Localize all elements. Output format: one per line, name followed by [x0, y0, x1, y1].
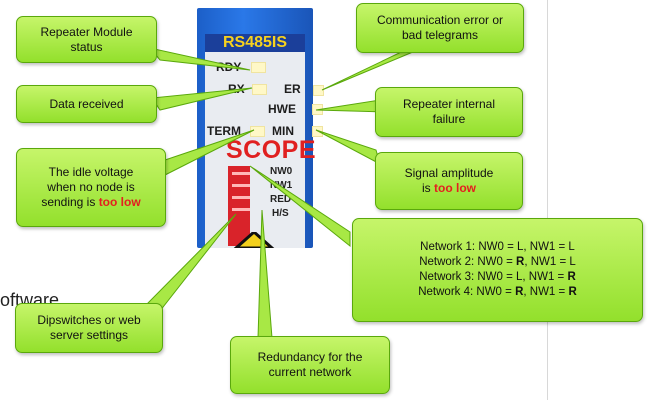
callout-dip-text: Dipswitches or web server settings	[37, 313, 141, 342]
nw1-label: NW1	[270, 180, 293, 191]
callout-comm-text: Communication error or bad telegrams	[376, 13, 504, 42]
callout-redundancy-text: Redundancy for the current network	[257, 350, 363, 379]
callout-dip: Dipswitches or web server settings	[15, 303, 163, 353]
network-row-3-r: R	[567, 271, 576, 283]
network-row-2-a: Network 2: NW0 =	[419, 256, 517, 268]
callout-signal-line2a: is	[422, 181, 434, 195]
dipswitch-4	[232, 208, 250, 211]
network-row-1-a: Network 1: NW0 = L,	[420, 241, 530, 253]
network-row-1-b: NW1 = L	[529, 241, 575, 253]
pointer-data	[151, 87, 253, 111]
dipswitch-1	[232, 172, 250, 175]
callout-idle-line1: The idle voltage	[48, 165, 134, 179]
network-row-3-a: Network 3: NW0 = L, NW1 =	[419, 271, 568, 283]
led-er	[313, 85, 324, 96]
led-rx	[252, 84, 267, 95]
network-row-4: Network 4: NW0 = R, NW1 = R	[418, 285, 577, 300]
pointer-idle	[164, 129, 255, 176]
scope-label: SCOPE	[226, 136, 317, 164]
pointer-dip	[145, 213, 237, 317]
callout-status-text: Repeater Module status	[40, 24, 133, 54]
device-title: RS485IS	[205, 34, 305, 52]
led-label-min: MIN	[272, 124, 294, 138]
pointer-status	[148, 47, 251, 71]
network-row-4-r1: R	[515, 286, 524, 298]
callout-data-text: Data received	[49, 96, 124, 111]
callout-network: Network 1: NW0 = L, NW1 = L Network 2: N…	[352, 218, 643, 322]
pointer-network	[249, 165, 351, 248]
callout-idle-line3: sending is too low	[41, 195, 140, 210]
callout-internal: Repeater internal failure	[375, 87, 523, 137]
led-min	[312, 126, 323, 137]
callout-idle-line2: when no node is	[47, 180, 135, 194]
callout-redundancy: Redundancy for the current network	[230, 336, 390, 394]
network-row-4-a2: , NW1 =	[523, 286, 569, 298]
hs-label: H/S	[272, 208, 289, 219]
pointer-signal	[315, 129, 381, 165]
led-label-er: ER	[284, 82, 301, 96]
callout-idle-too-low: too low	[98, 195, 141, 209]
page-divider-line	[547, 0, 548, 400]
led-label-term: TERM	[207, 124, 241, 138]
dipswitch-3	[232, 196, 250, 199]
nw0-label: NW0	[270, 166, 293, 177]
callout-idle-line3a: sending is	[41, 195, 99, 209]
callout-idle: The idle voltage when no node is sending…	[16, 148, 166, 227]
network-row-2-r: R	[516, 256, 525, 268]
callout-status: Repeater Module status	[16, 16, 157, 63]
red-label: RED	[270, 194, 292, 205]
callout-signal-line2: is too low	[422, 181, 476, 196]
led-rdy	[251, 62, 266, 73]
callout-comm: Communication error or bad telegrams	[356, 3, 524, 53]
network-row-2-a2: , NW1 = L	[524, 256, 576, 268]
led-label-hwe: HWE	[268, 102, 296, 116]
network-row-4-r2: R	[568, 286, 577, 298]
network-row-3: Network 3: NW0 = L, NW1 = R	[419, 270, 576, 285]
callout-data: Data received	[16, 85, 157, 123]
callout-signal-too-low: too low	[434, 181, 476, 195]
dipswitch-2	[232, 184, 250, 187]
network-row-1: Network 1: NW0 = L, NW1 = L	[420, 240, 575, 255]
callout-internal-text: Repeater internal failure	[402, 97, 496, 126]
pointer-redundancy	[257, 209, 273, 339]
callout-signal: Signal amplitude is too low	[375, 152, 523, 210]
network-row-2: Network 2: NW0 = R, NW1 = L	[419, 255, 576, 270]
callout-signal-line1: Signal amplitude	[404, 166, 494, 180]
network-row-4-a: Network 4: NW0 =	[418, 286, 516, 298]
